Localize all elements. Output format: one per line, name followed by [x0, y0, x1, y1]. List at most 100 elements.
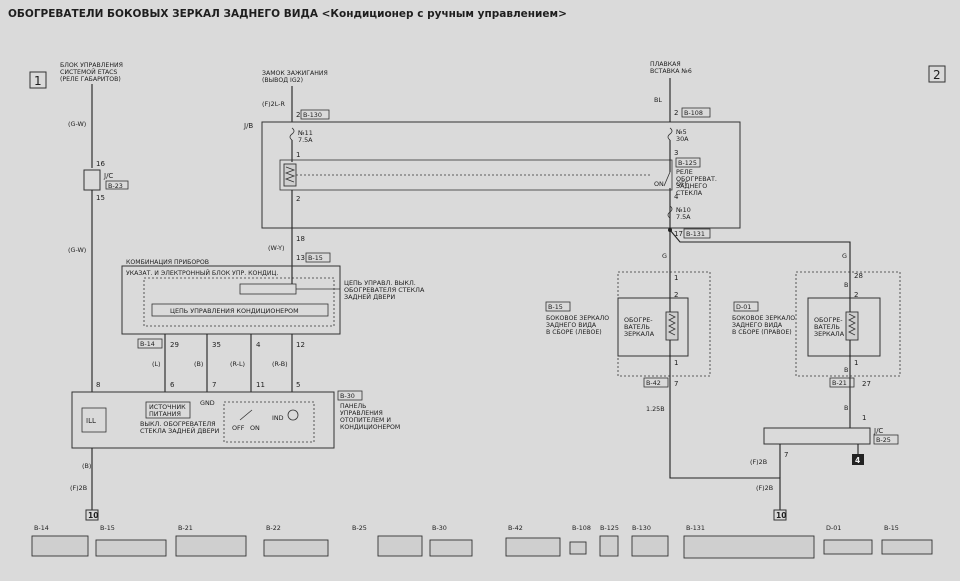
page-marker-1-frame — [29, 71, 47, 89]
right-mirror-dash — [795, 271, 901, 377]
pin-3: 3 — [674, 149, 678, 157]
legend-b125: B-125 — [599, 524, 619, 557]
pin-1-left-top: 1 — [674, 274, 678, 282]
page-marker-1: 1 — [34, 74, 42, 88]
pin-1-jb: 1 — [296, 151, 300, 159]
pin-2-fuse: 2 — [674, 109, 678, 117]
jc-label-2: J/C — [873, 427, 883, 435]
switch-on: ON — [250, 424, 260, 432]
pin-4: 4 — [674, 193, 679, 201]
switch-box — [223, 401, 315, 443]
pin-2-right: 2 — [854, 291, 858, 299]
combo-title: КОМБИНАЦИЯ ПРИБОРОВ — [126, 259, 209, 266]
legend-label: B-22 — [266, 524, 281, 532]
left-heater-label-3: ЗЕРКАЛА — [624, 330, 655, 338]
pin-5: 5 — [296, 381, 300, 389]
power-source-box — [145, 401, 191, 419]
combo-ctrl-2: ОБОГРЕВАТЕЛЯ СТЕКЛА — [344, 286, 425, 294]
right-heater-coil-icon — [848, 313, 856, 336]
b14-frame — [137, 338, 163, 349]
pin-17: 17 — [674, 230, 683, 238]
legend-b30: B-30 — [429, 524, 473, 557]
pin-2-jb: 2 — [296, 195, 300, 203]
legend-label: B-108 — [572, 524, 591, 532]
b131-frame — [683, 228, 711, 239]
legend-label: B-14 — [34, 524, 49, 532]
indicator-lamp-icon — [287, 409, 299, 421]
wire-label-gw-bot: (G-W) — [68, 246, 86, 254]
pin-7: 7 — [212, 381, 216, 389]
pin-12: 12 — [296, 341, 305, 349]
fuse-11-symbol — [289, 127, 295, 141]
wire-label-b-right-bot: B — [844, 404, 848, 412]
pin-13: 13 — [296, 254, 305, 262]
wire-label-125b: 1.25B — [646, 405, 665, 413]
pin-8: 8 — [96, 381, 100, 389]
wire-label-b-right-top: B — [844, 281, 848, 289]
legend-label: B-130 — [632, 524, 651, 532]
ground-10-a: 10 — [88, 511, 98, 520]
jb-label: J/B — [243, 122, 253, 130]
b42-frame — [643, 377, 669, 388]
ground-10-a-frame — [85, 509, 99, 521]
fuse-10-symbol — [667, 205, 673, 219]
b125-frame — [675, 157, 701, 168]
connector-face — [95, 539, 167, 557]
page-marker-2: 2 — [933, 68, 941, 82]
conn-d01: D-01 — [736, 303, 751, 311]
conn-b25: B-25 — [876, 436, 891, 444]
relay-box — [279, 159, 673, 191]
switch-label-1: ВЫКЛ. ОБОГРЕВАТЕЛЯ — [140, 420, 216, 428]
wire-label-gw-top: (G-W) — [68, 120, 86, 128]
ind-label: IND — [272, 414, 284, 422]
conn-b15-left: B-15 — [548, 303, 563, 311]
wire-label-b-panel: (B) — [82, 462, 91, 470]
junction-block — [261, 121, 741, 229]
legend-b22: B-22 — [263, 524, 329, 557]
connector-face — [881, 539, 933, 555]
connector-face — [175, 535, 247, 557]
combo-ctrl-3: ЗАДНЕЙ ДВЕРИ — [344, 292, 395, 301]
panel-label-3: ОТОПИТЕЛЕМ И — [340, 417, 391, 424]
ill-label: ILL — [86, 417, 96, 425]
ign-label-2: (ВЫВОД IG2) — [262, 77, 303, 84]
connector-face — [599, 535, 619, 557]
wire-label-g-left: G — [662, 252, 667, 260]
wire-label-bl: BL — [654, 96, 662, 104]
relay-off: OFF — [676, 180, 689, 188]
connector-legend: B-14 B-15 B-21 B-22 B-25 B-30 B-42 B-10 — [31, 524, 933, 559]
left-heater-label-2: ВАТЕЛЬ — [624, 323, 650, 331]
wire-label-rl: (R-L) — [230, 360, 245, 368]
wire-label-rb: (R-B) — [272, 360, 288, 368]
legend-label: B-125 — [600, 524, 619, 532]
fuse-11-value: 7.5A — [298, 136, 313, 144]
fuse-5-name: №5 — [675, 128, 687, 136]
ill-box — [81, 407, 107, 433]
conn-b42: B-42 — [646, 379, 661, 387]
legend-b130: B-130 — [631, 524, 669, 557]
connector-face — [823, 539, 873, 555]
pin-1-left-bot: 1 — [674, 359, 678, 367]
legend-b21: B-21 — [175, 524, 247, 557]
fuse-label-2: ВСТАВКА №6 — [650, 68, 692, 75]
conn-b108: B-108 — [684, 109, 703, 117]
power-label-2: ПИТАНИЯ — [149, 410, 181, 418]
conn-b125: B-125 — [678, 159, 697, 167]
combo-ecu-box — [143, 277, 335, 327]
ground-4-frame — [852, 454, 864, 465]
relay-label-4: СТЕКЛА — [676, 189, 703, 197]
relay-label-1: РЕЛЕ — [676, 168, 693, 176]
switch-off: OFF — [232, 424, 245, 432]
legend-label: B-21 — [178, 524, 193, 532]
connector-face — [377, 535, 423, 557]
wire-left-ground — [669, 475, 781, 510]
right-heater-label-1: ОБОГРЕ- — [814, 316, 843, 324]
pin-1-right: 1 — [854, 359, 858, 367]
d01-frame — [733, 301, 759, 312]
left-mirror-box — [617, 297, 689, 357]
b130-frame — [300, 109, 330, 120]
switch-label-2: СТЕКЛА ЗАДНЕЙ ДВЕРИ — [140, 426, 220, 435]
relay-label-3: ЗАДНЕГО — [676, 182, 707, 190]
b21-frame — [829, 377, 855, 388]
